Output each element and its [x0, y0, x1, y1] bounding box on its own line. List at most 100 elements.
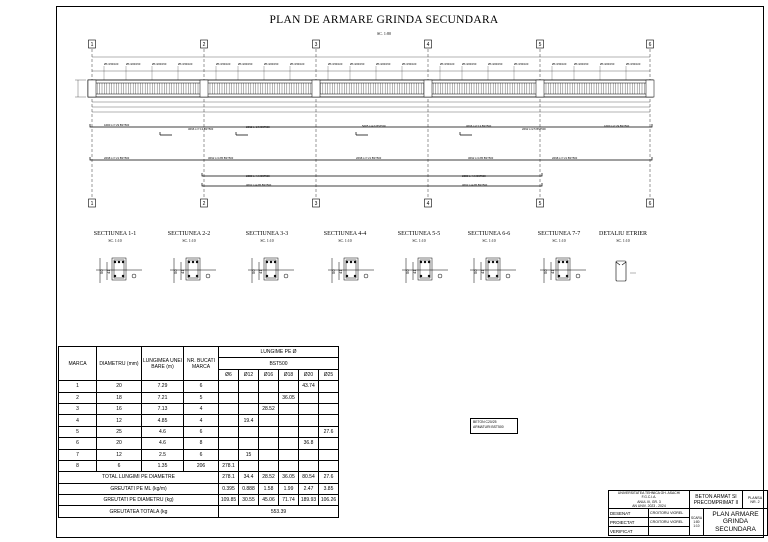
table-cell: 16	[96, 402, 142, 416]
section-height-dimension: 50	[251, 269, 256, 274]
rebar-line	[89, 124, 653, 128]
table-cell	[218, 391, 239, 404]
table-cell	[318, 437, 339, 450]
stirrup-label: Ø6 /150/100	[178, 62, 193, 66]
table-cell: 4	[183, 402, 219, 416]
header-cell: MARCA	[58, 345, 97, 382]
diameter-header: Ø16	[258, 368, 279, 382]
section-height-dimension: 41	[258, 269, 263, 274]
bar-label: 2Ø20 L=4.6 BST500	[462, 174, 486, 178]
total-label: GREUTATI PE ML (kg/m)	[58, 482, 219, 496]
table-cell: 278.1	[218, 459, 239, 473]
table-cell	[298, 391, 319, 404]
beam-height-dimension	[75, 79, 86, 98]
table-cell: 12	[96, 414, 142, 427]
table-cell	[318, 391, 339, 404]
axis-bubble-bottom: 2	[200, 198, 208, 208]
diameter-header: Ø18	[278, 368, 299, 382]
table-cell: 6	[183, 448, 219, 461]
header-cell: LUNGIME PE Ø	[218, 345, 339, 359]
stirrup-label: Ø6 /200/150	[574, 62, 589, 66]
total-label: GREUTATI PE DIAMETRU (kg)	[58, 494, 219, 507]
total-label: TOTAL LUNGIMI PE DIAMETRE	[58, 471, 219, 484]
rebar-line	[89, 157, 653, 161]
table-cell: 19.4	[238, 414, 259, 427]
section-scale: SC. 1:10	[260, 239, 274, 243]
stirrup-detail-drawing	[615, 260, 636, 282]
table-cell: 6	[58, 437, 97, 450]
table-cell	[298, 402, 319, 416]
table-cell	[238, 380, 259, 393]
table-cell	[238, 391, 259, 404]
table-cell: 6	[183, 425, 219, 439]
table-cell: 3	[58, 402, 97, 416]
table-cell: 206	[183, 459, 219, 473]
table-cell: 36.05	[278, 391, 299, 404]
note-line-2: ARMATURI BST500	[473, 425, 504, 429]
section-height-dimension: 50	[543, 269, 548, 274]
axis-label: 2	[203, 201, 206, 207]
rebar-line	[201, 173, 543, 177]
table-cell: 6	[183, 380, 219, 393]
section-scale: SC. 1:10	[108, 239, 122, 243]
bar-label: 3Ø12 L=4.85 BST500	[208, 156, 234, 160]
section-title: SECTIUNEA 4-4	[323, 231, 367, 237]
axis-bubble-top: 3	[312, 39, 320, 49]
designed-label: PROIECTAT	[608, 517, 649, 527]
table-cell: 1.35	[141, 459, 184, 473]
scale-cell: SCARA 1:80 1:10	[689, 508, 704, 536]
table-cell: 1.99	[278, 482, 299, 496]
section-height-dimension: 50	[473, 269, 478, 274]
table-cell: 18	[96, 391, 142, 404]
stirrup-label: Ø6 /200/150	[376, 62, 391, 66]
table-cell	[218, 448, 239, 461]
table-cell	[298, 459, 319, 473]
axis-bubble-top: 5	[536, 39, 544, 49]
table-cell	[258, 414, 279, 427]
stirrup-label: Ø6 /150/100	[290, 62, 305, 66]
section-title: SECTIUNEA 6-6	[467, 231, 511, 237]
section-height-dimension: 50	[173, 269, 178, 274]
checked-name	[648, 526, 690, 536]
table-cell: 4	[183, 414, 219, 427]
stirrup-label: Ø6 /150/100	[402, 62, 417, 66]
table-cell	[258, 437, 279, 450]
table-cell: 27.6	[318, 425, 339, 439]
section-scale: SC. 1:10	[552, 239, 566, 243]
table-cell: 109.85	[218, 494, 239, 507]
note-line-1: BETON C20/25	[473, 420, 497, 424]
table-cell: 2	[58, 391, 97, 404]
section-scale: SC. 1:10	[182, 239, 196, 243]
table-cell: 4	[58, 414, 97, 427]
bar-label: 2Ø18 L=7.21 BST500	[356, 156, 382, 160]
table-cell	[278, 414, 299, 427]
axis-label: 1	[91, 201, 94, 207]
stirrup-label: Ø6 /200/150	[600, 62, 615, 66]
axis-bubble-top: 2	[200, 39, 208, 49]
table-cell: 2.47	[298, 482, 319, 496]
drawn-name: CROITORU VIOREL	[648, 508, 690, 518]
section-scale: SC. 1:10	[412, 239, 426, 243]
stirrup-label: Ø6 /200/150	[126, 62, 141, 66]
rebar-line	[355, 132, 368, 136]
rebar-line	[201, 183, 543, 187]
axis-label: 3	[315, 42, 318, 48]
table-cell: 25	[96, 425, 142, 439]
axis-label: 5	[539, 42, 542, 48]
section-height-dimension: 50	[405, 269, 410, 274]
axis-bubble-bottom: 6	[646, 198, 654, 208]
section-title: SECTIUNEA 1-1	[93, 231, 137, 237]
section-title: SECTIUNEA 3-3	[245, 231, 289, 237]
drawing-title: PLAN DE ARMARE GRINDA SECUNDARA	[269, 14, 499, 26]
